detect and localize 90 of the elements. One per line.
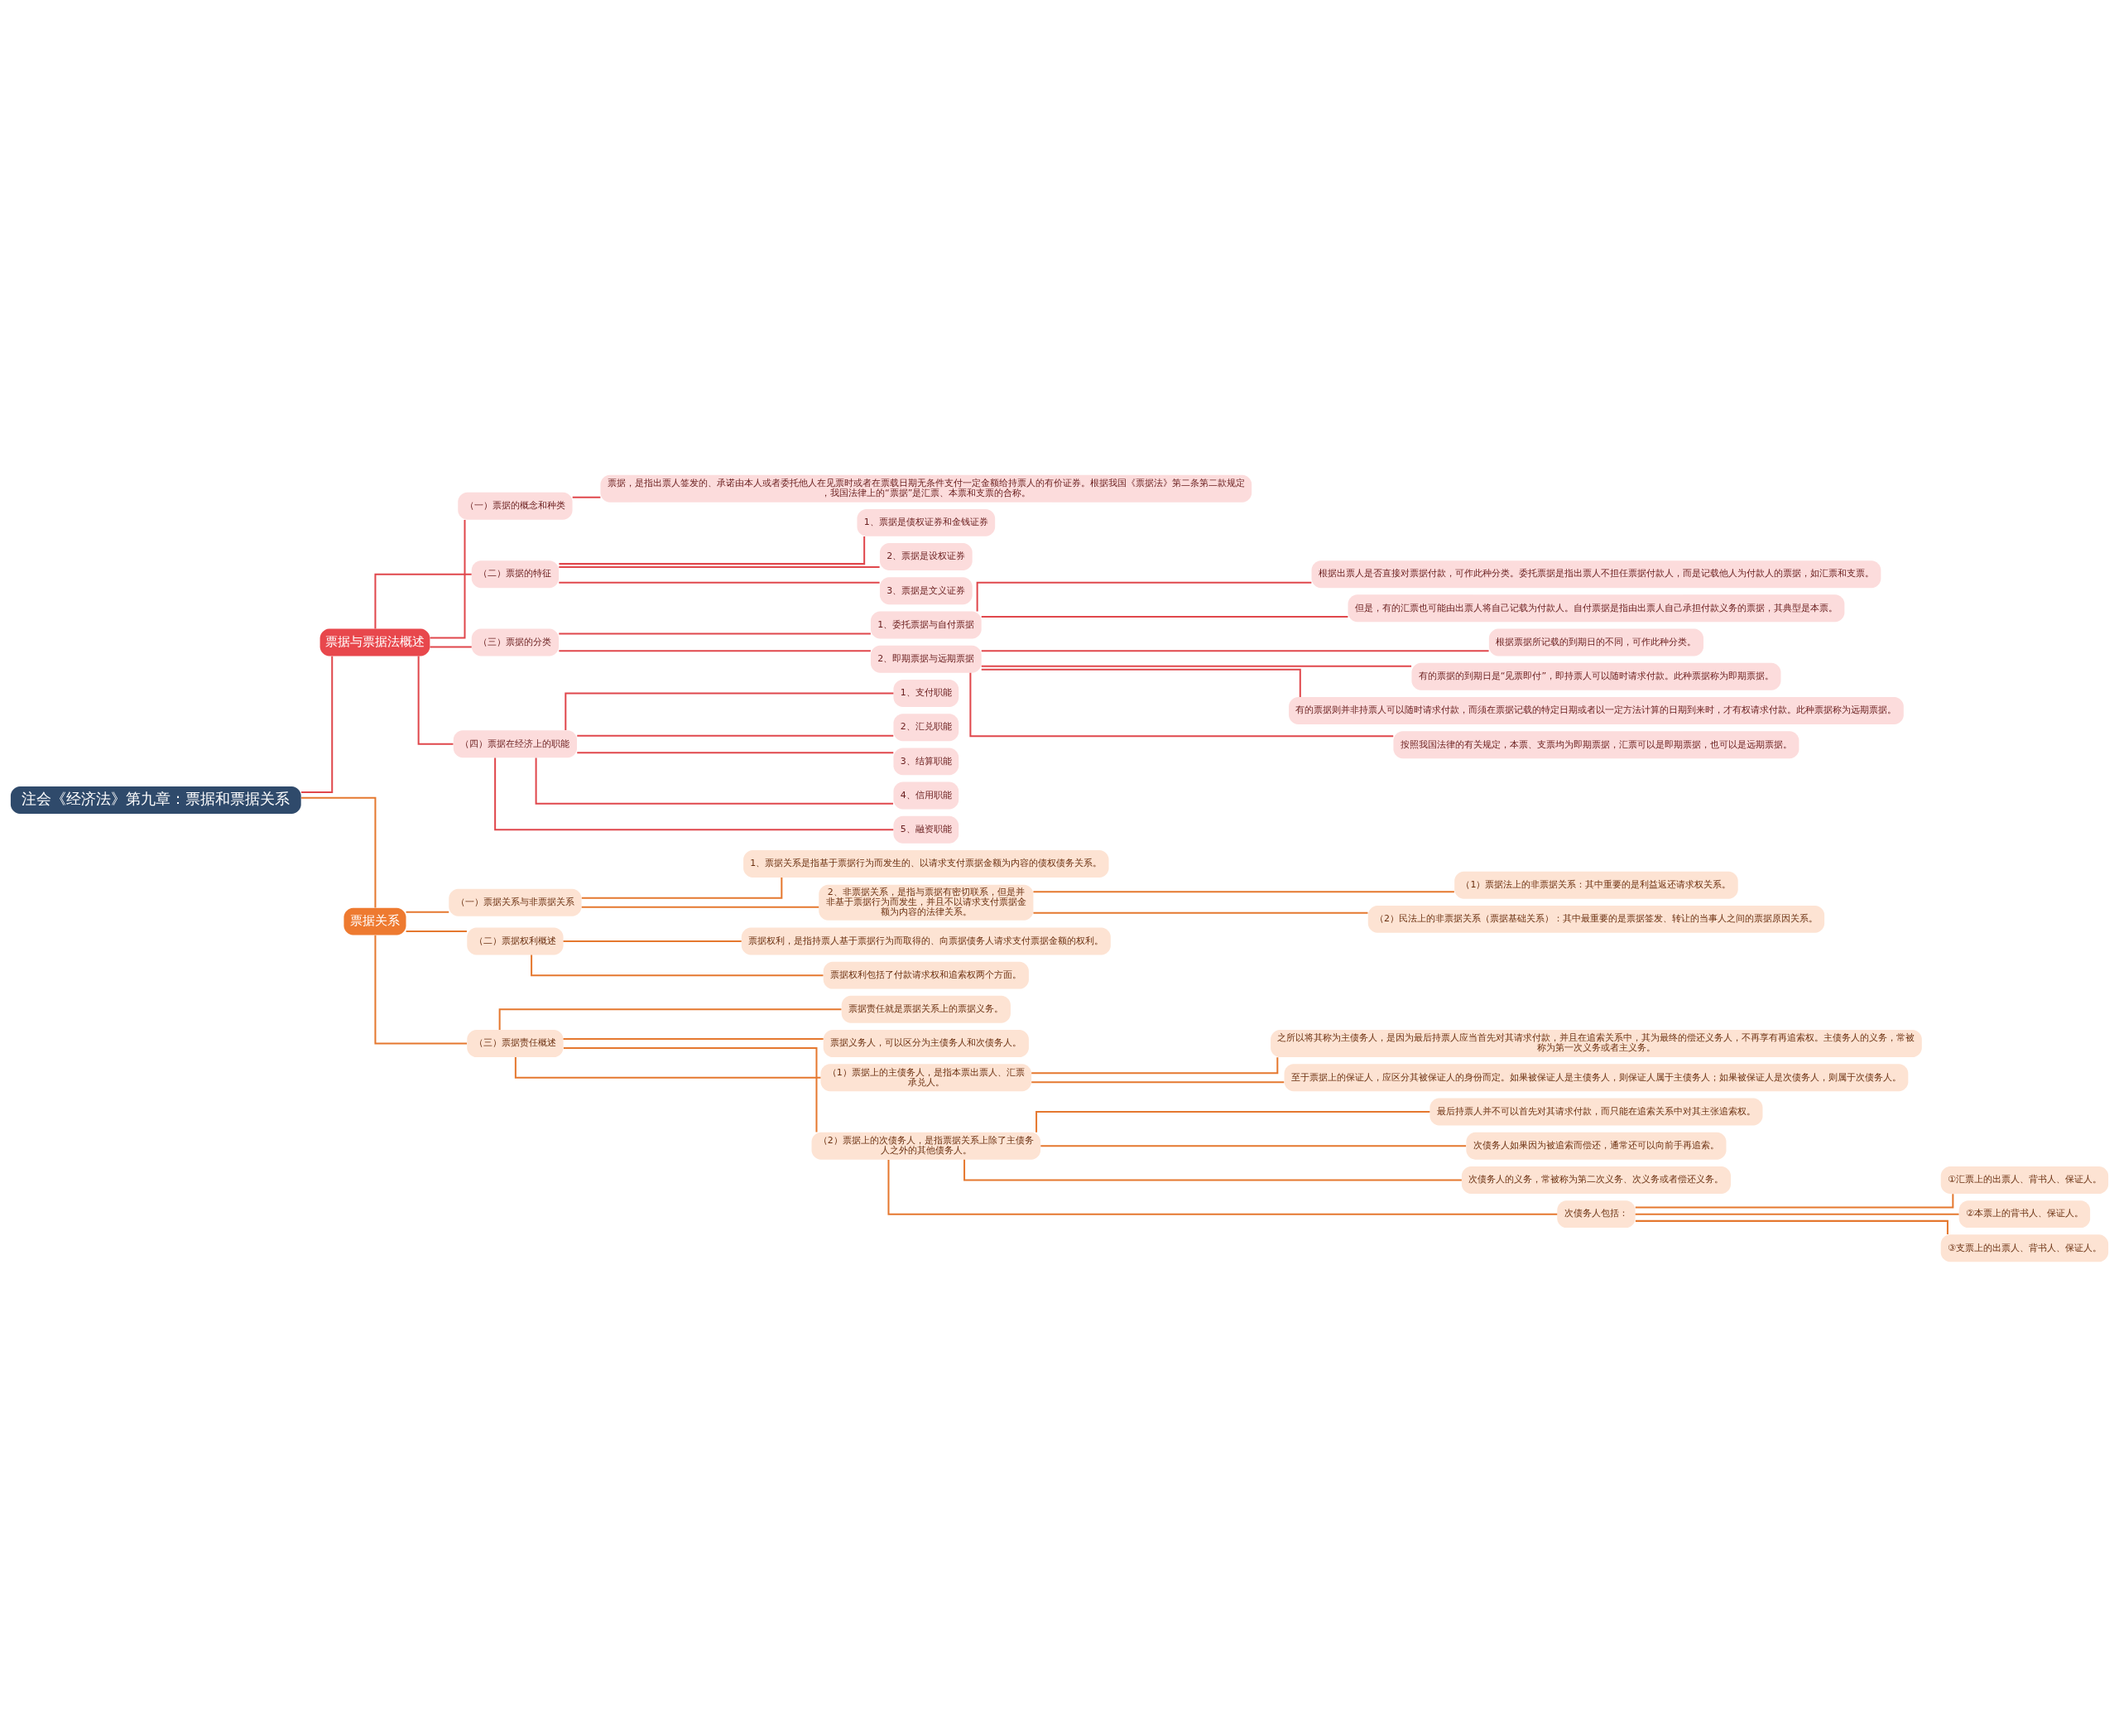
node-box: 按照我国法律的有关规定，本票、支票均为即期票据，汇票可以是即期票据，也可以是远期票据。 xyxy=(1393,730,1799,758)
node-box: 2、即期票据与远期票据 xyxy=(870,645,982,673)
connector xyxy=(1635,1193,1954,1208)
node-box: （1）票据法上的非票据关系：其中重要的是利益返还请求权关系。 xyxy=(1454,871,1738,899)
node-box: 之所以将其称为主债务人，是因为最后持票人应当首先对其请求付款，并且在追索关系中，其为最终的偿还义务人，不再享有再追索权。主债务人的义务，常被称为第一次义务或者主义务。 xyxy=(1271,1029,1922,1057)
node-box: 2、票据是设权证券 xyxy=(879,542,973,570)
node-box: 最后持票人并不可以首先对其请求付款，而只能在追索关系中对其主张追索权。 xyxy=(1429,1098,1763,1125)
connector xyxy=(559,632,871,635)
connector xyxy=(531,954,824,976)
node-box: 次债务人的义务，常被称为第二次义务、次义务或者偿还义务。 xyxy=(1461,1166,1731,1194)
node-box: 有的票据的到期日是“见票即付”，即持票人可以随时请求付款。此种票据称为即期票据。 xyxy=(1411,662,1781,690)
connector xyxy=(563,1046,818,1132)
connector xyxy=(559,581,880,584)
connector xyxy=(1033,890,1454,892)
node-box: ②本票上的背书人、保证人。 xyxy=(1958,1200,2091,1228)
connector xyxy=(498,1007,842,1030)
connector xyxy=(581,906,819,908)
node-box: 次债务人如果因为被追索而偿还，通常还可以向前手再追索。 xyxy=(1466,1132,1727,1160)
node-box: （三）票据责任概述 xyxy=(467,1029,564,1057)
node-box: 5、融资职能 xyxy=(893,815,959,844)
node-box: 票据义务人，可以区分为主债务人和次债务人。 xyxy=(823,1029,1029,1057)
connector xyxy=(417,656,454,745)
node-box: ①汇票上的出票人、背书人、保证人。 xyxy=(1940,1166,2109,1194)
connector xyxy=(559,565,880,568)
connector xyxy=(565,691,894,730)
node-box: 根据票据所记载的到期日的不同，可作此种分类。 xyxy=(1488,628,1704,656)
node-box: 2、汇兑职能 xyxy=(893,713,959,741)
connector xyxy=(1635,1213,1959,1215)
node-box: （二）票据的特征 xyxy=(471,560,560,588)
connector xyxy=(981,649,1489,652)
node-box: 1、委托票据与自付票据 xyxy=(870,611,982,638)
node-box: 1、支付职能 xyxy=(893,679,959,707)
connector xyxy=(563,940,742,942)
connector xyxy=(1033,911,1368,914)
connector xyxy=(981,615,1348,618)
connector xyxy=(406,911,449,913)
connector xyxy=(981,665,1412,667)
connector xyxy=(494,757,894,830)
connector xyxy=(559,649,871,652)
node-box: 注会《经济法》第九章：票据和票据关系 xyxy=(10,786,301,814)
node-box: 票据权利包括了付款请求权和追索权两个方面。 xyxy=(823,961,1029,989)
node-box: 1、票据关系是指基于票据行为而发生的、以请求支付票据金额为内容的债权债务关系。 xyxy=(743,849,1109,878)
node-box: 根据出票人是否直接对票据付款，可作此种分类。委托票据是指出票人不担任票据付款人，而是记载他人为付款人的票据，如汇票和支票。 xyxy=(1311,560,1881,588)
node-box: 1、票据是债权证券和金钱证券 xyxy=(857,508,996,536)
node-box: 票据，是指出票人签发的、承诺由本人或者委托他人在见票时或者在票载日期无条件支付一定金额给持票人的有价证券。根据我国《票据法》第二条第二款规定，我国法律上的“票据”是汇票、本票和支票的合称。 xyxy=(600,474,1252,503)
connector xyxy=(1635,1219,1948,1234)
connector xyxy=(572,496,601,498)
node-box: （一）票据的概念和种类 xyxy=(458,492,573,520)
connector xyxy=(976,581,1312,611)
node-box: 3、票据是文义证券 xyxy=(879,576,973,604)
node-box: （二）票据权利概述 xyxy=(467,926,564,955)
connector xyxy=(969,672,1394,737)
node-box: ③支票上的出票人、背书人、保证人。 xyxy=(1940,1233,2109,1262)
node-box: 票据与票据法概述 xyxy=(320,628,430,656)
node-box: （1）票据上的主债务人，是指本票出票人、汇票承兑人。 xyxy=(820,1063,1032,1091)
node-box: 4、信用职能 xyxy=(893,781,959,810)
connector xyxy=(374,573,472,628)
connector xyxy=(430,646,472,648)
connector xyxy=(1040,1144,1467,1147)
connector xyxy=(374,935,467,1045)
connector xyxy=(563,1037,824,1040)
connector xyxy=(559,536,866,565)
node-box: 票据责任就是票据关系上的票据义务。 xyxy=(841,995,1011,1023)
connector xyxy=(300,656,334,793)
node-box: （三）票据的分类 xyxy=(471,628,560,656)
connector xyxy=(514,1056,821,1079)
connector xyxy=(1031,1080,1285,1083)
connector xyxy=(1035,1110,1430,1132)
connector xyxy=(301,796,377,908)
connector xyxy=(577,751,894,753)
connector xyxy=(577,734,894,737)
node-box: 2、非票据关系，是指与票据有密切联系，但是并非基于票据行为而发生，并且不以请求支付票据金额为内容的法律关系。 xyxy=(819,884,1034,921)
node-box: （四）票据在经济上的职能 xyxy=(453,729,578,757)
connector xyxy=(581,877,783,899)
node-box: （一）票据关系与非票据关系 xyxy=(449,888,582,916)
node-box: 但是，有的汇票也可能由出票人将自己记载为付款人。自付票据是指由出票人自己承担付款义务的票据，其典型是本票。 xyxy=(1348,594,1845,622)
node-box: 票据权利，是指持票人基于票据行为而取得的、向票据债务人请求支付票据金额的权利。 xyxy=(741,926,1111,955)
node-box: 有的票据则并非持票人可以随时请求付款，而须在票据记载的特定日期或者以一定方法计算的日期到来时，才有权请求付款。此种票据称为远期票据。 xyxy=(1289,696,1904,724)
connector xyxy=(1031,1056,1279,1074)
connector xyxy=(535,757,894,805)
node-box: 至于票据上的保证人，应区分其被保证人的身份而定。如果被保证人是主债务人，则保证人属于主债务人；如果被保证人是次债务人，则属于次债务人。 xyxy=(1284,1063,1909,1091)
node-box: 票据关系 xyxy=(344,907,406,935)
connector xyxy=(887,1159,1558,1215)
connector xyxy=(406,930,467,932)
connector xyxy=(981,668,1301,697)
node-box: 3、结算职能 xyxy=(893,747,959,775)
node-box: （2）票据上的次债务人，是指票据关系上除了主债务人之外的其他债务人。 xyxy=(811,1132,1041,1160)
node-box: 次债务人包括： xyxy=(1557,1200,1636,1228)
node-box: （2）民法上的非票据关系（票据基础关系）：其中最重要的是票据签发、转让的当事人之间的票据原因关系。 xyxy=(1367,905,1825,933)
connector xyxy=(430,519,466,639)
